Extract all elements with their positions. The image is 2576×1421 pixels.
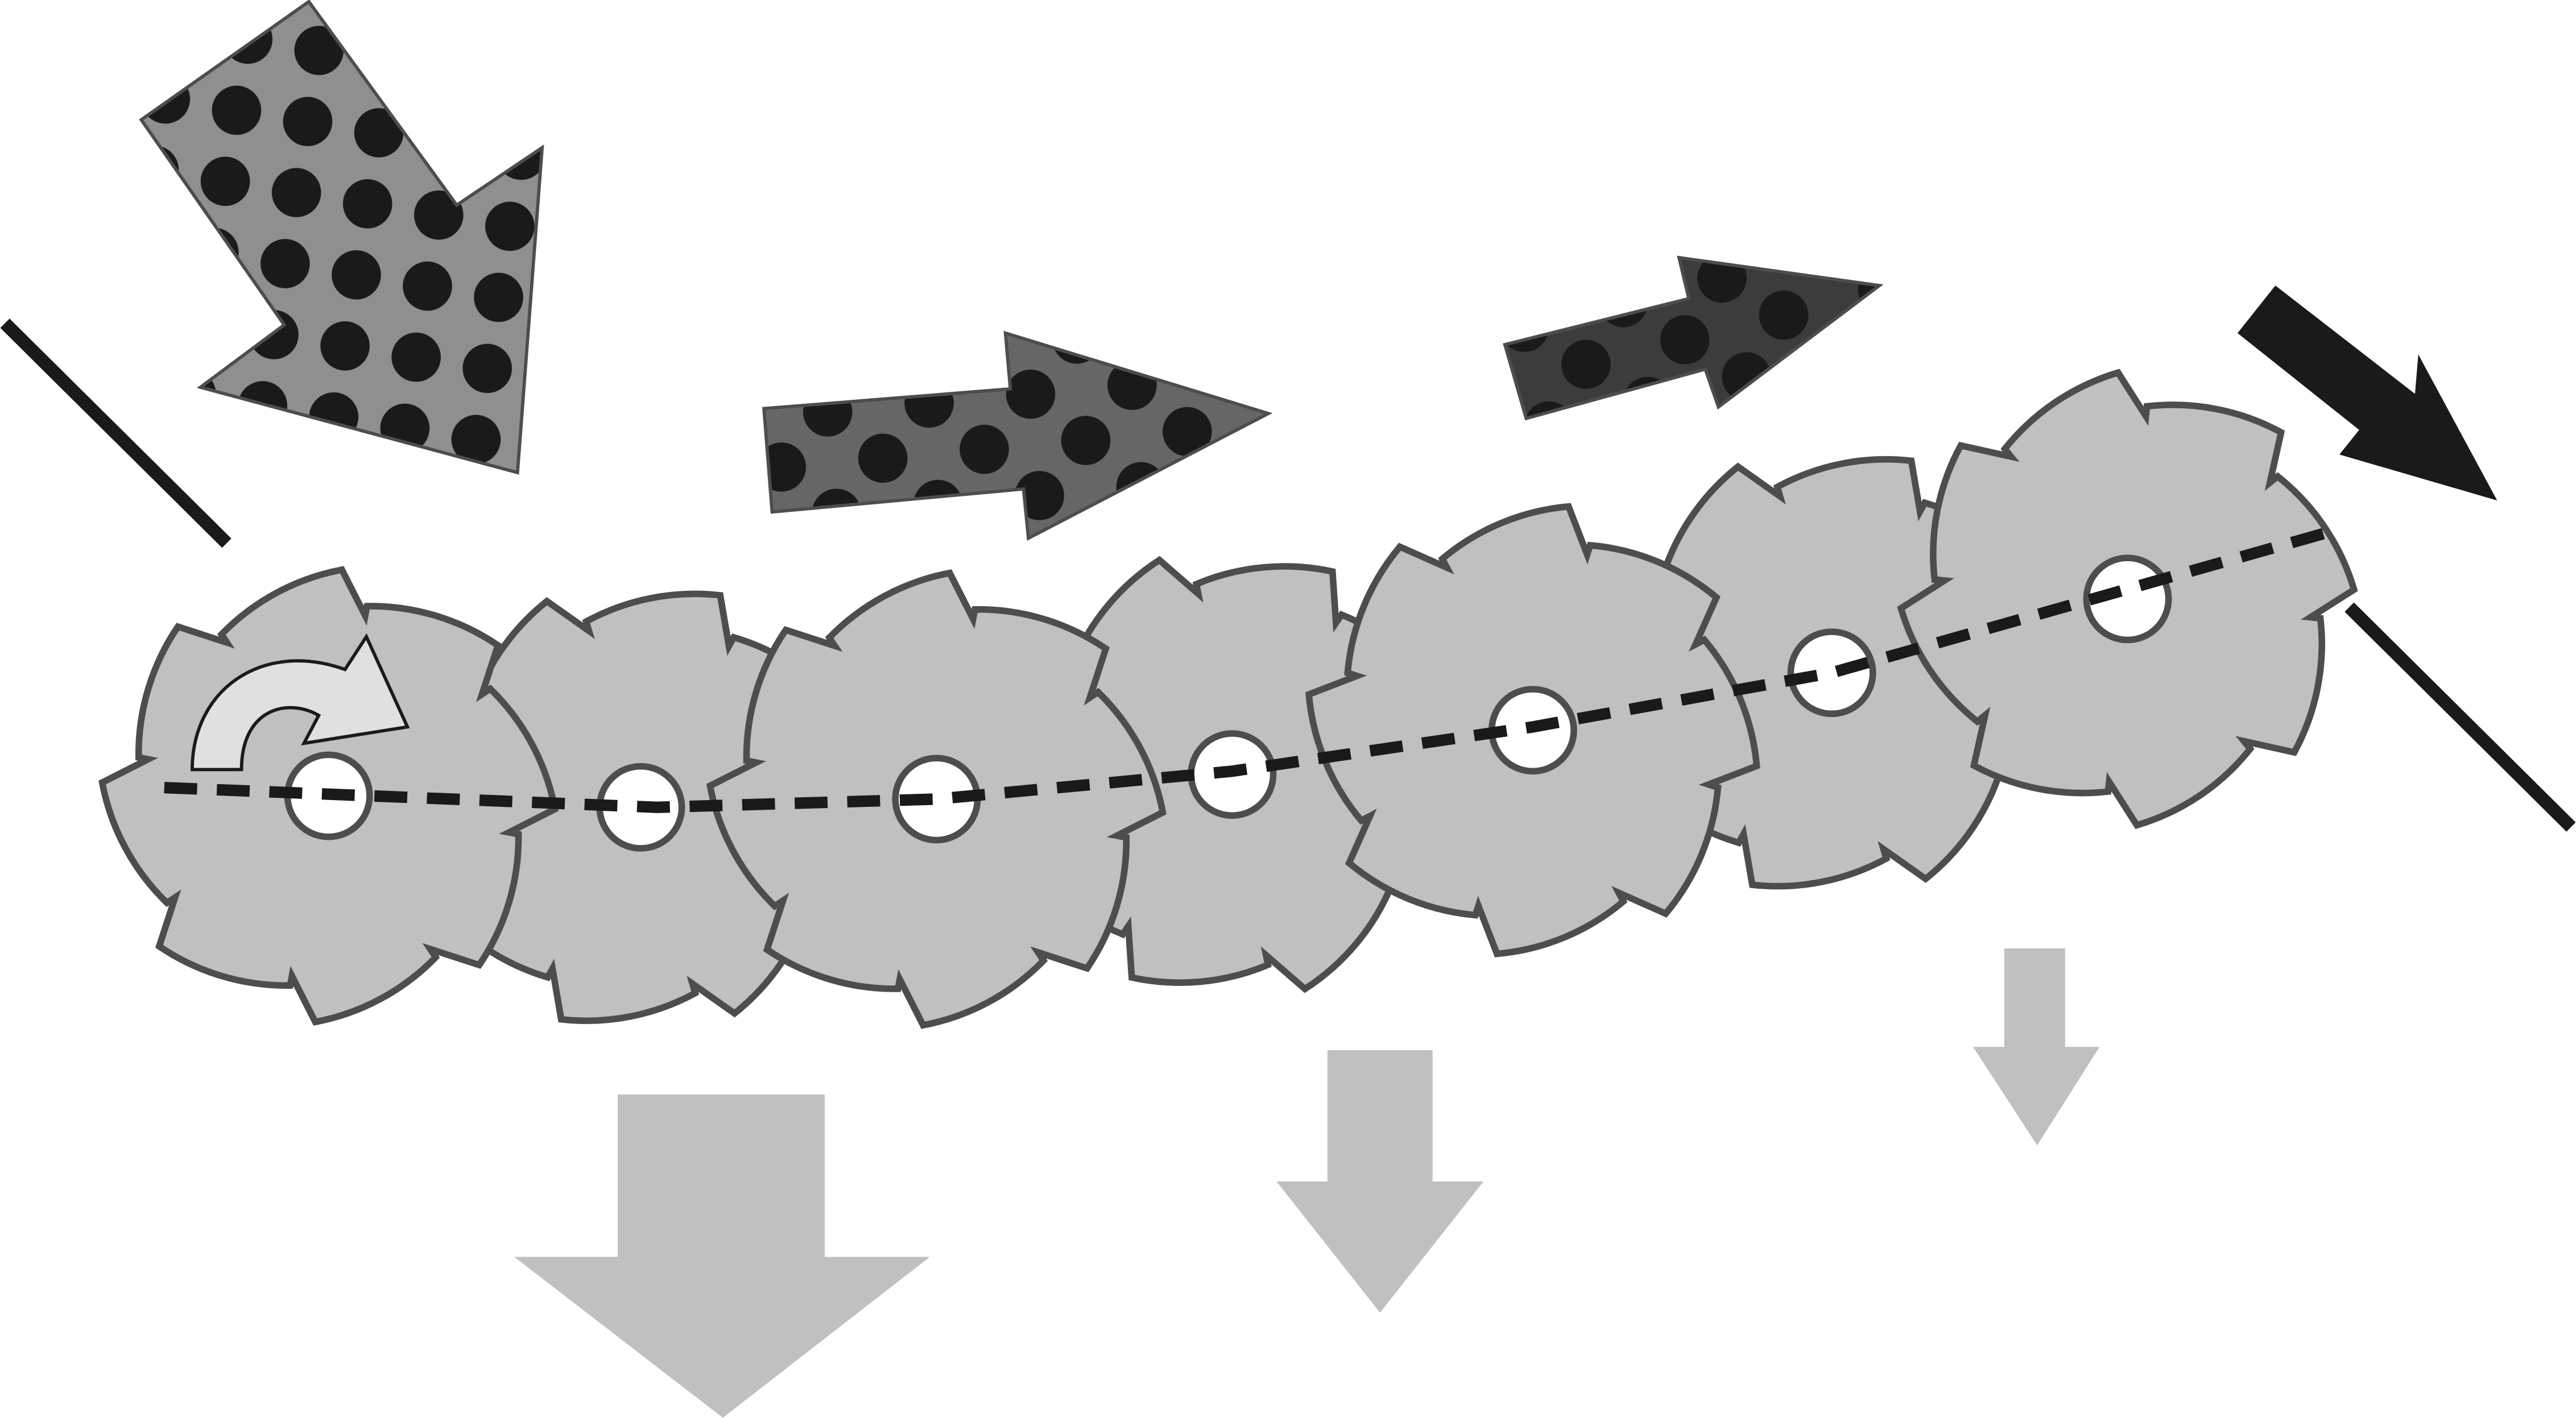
output-arrow-icon xyxy=(1276,1050,1484,1313)
output-arrow-icon xyxy=(1973,948,2100,1146)
input-arrow-icon xyxy=(2237,285,2498,501)
left-boundary-line xyxy=(0,318,231,548)
rotation-arrow-icon xyxy=(191,633,410,772)
gear-icon xyxy=(706,569,1167,1029)
input-arrow-icon xyxy=(762,330,1273,541)
input-arrow-icon xyxy=(139,0,544,475)
gear-axle-hole xyxy=(1787,628,1876,718)
input-arrow-icon xyxy=(1503,255,1884,421)
output-arrow-icon xyxy=(514,1094,930,1418)
gear-chain xyxy=(98,368,2358,1029)
right-boundary-line xyxy=(2345,602,2576,832)
gear-icon xyxy=(1897,368,2358,829)
dashed-axis-line xyxy=(164,528,2326,813)
